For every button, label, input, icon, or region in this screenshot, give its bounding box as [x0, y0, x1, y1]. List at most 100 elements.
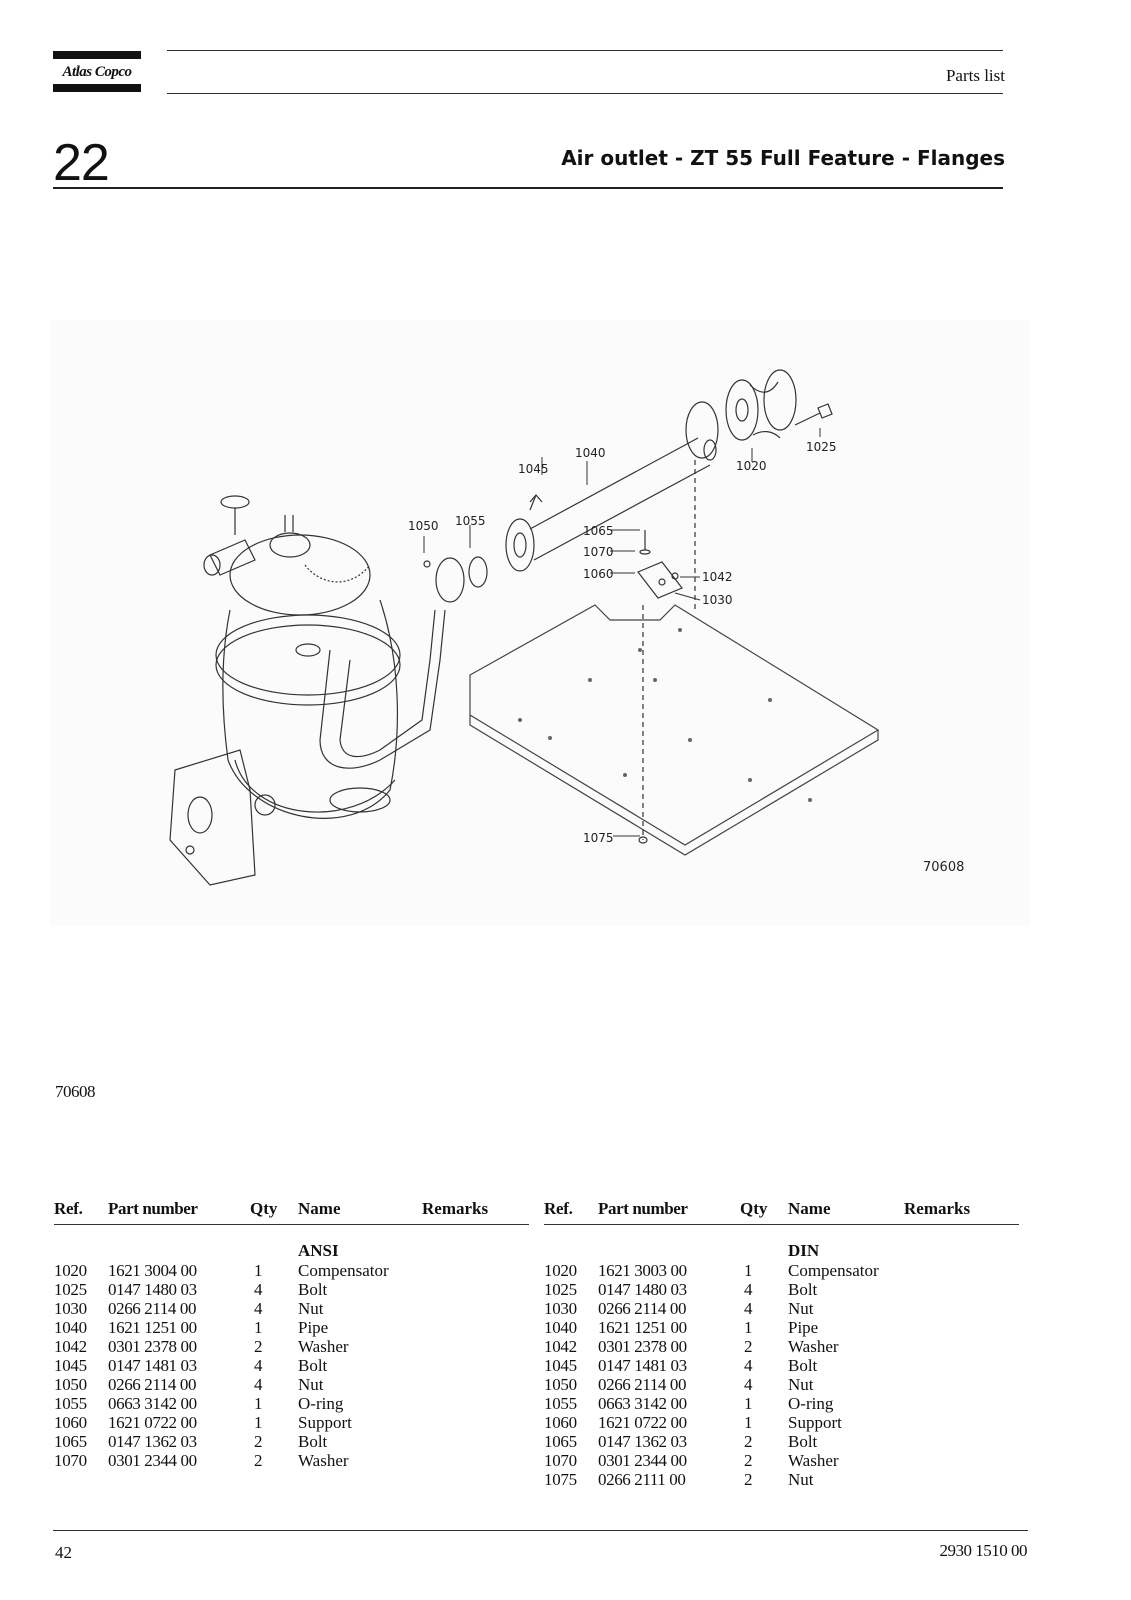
exploded-view-drawing: 1040 1045 1050 1055 1065 1070 1060 1042 … [50, 320, 1030, 925]
qty-cell: 4 [254, 1356, 263, 1375]
figure-reference: 70608 [55, 1082, 96, 1101]
name-cell: Compensator [298, 1261, 389, 1280]
name-cell: Bolt [298, 1356, 328, 1375]
document-number: 2930 1510 00 [939, 1541, 1028, 1560]
header-bottom-rule [167, 93, 1003, 94]
header-qty: Qty [250, 1199, 278, 1218]
ref-cell: 1042 [54, 1337, 87, 1356]
ref-cell: 1025 [544, 1280, 577, 1299]
ref-cell: 1070 [54, 1451, 87, 1470]
qty-cell: 4 [744, 1299, 753, 1318]
name-cell: Bolt [788, 1432, 818, 1451]
name-cell: Bolt [788, 1356, 818, 1375]
part-number-cell: 0266 2114 00 [108, 1299, 197, 1318]
header-remarks: Remarks [422, 1199, 489, 1218]
group-label: DIN [788, 1241, 820, 1260]
qty-cell: 2 [744, 1337, 753, 1356]
ref-cell: 1045 [544, 1356, 577, 1375]
name-cell: Washer [788, 1337, 839, 1356]
part-number-cell: 0301 2378 00 [598, 1337, 687, 1356]
qty-cell: 1 [254, 1413, 263, 1432]
ref-cell: 1020 [54, 1261, 87, 1280]
name-cell: Pipe [788, 1318, 819, 1337]
qty-cell: 4 [744, 1280, 753, 1299]
section-title: Air outlet - ZT 55 Full Feature - Flange… [561, 146, 1005, 170]
header-name: Name [298, 1199, 341, 1218]
callout-1050: 1050 [408, 519, 439, 533]
callout-1055: 1055 [455, 514, 486, 528]
ref-cell: 1065 [54, 1432, 87, 1451]
name-cell: Support [788, 1413, 842, 1432]
header-remarks: Remarks [904, 1199, 971, 1218]
header-name: Name [788, 1199, 831, 1218]
qty-cell: 4 [744, 1375, 753, 1394]
part-number-cell: 0663 3142 00 [108, 1394, 197, 1413]
ref-cell: 1060 [54, 1413, 87, 1432]
document-type: Parts list [945, 66, 1005, 85]
name-cell: Nut [788, 1470, 814, 1489]
part-number-cell: 0266 2111 00 [598, 1470, 686, 1489]
part-number-cell: 0266 2114 00 [598, 1299, 687, 1318]
table-header: Ref. Part number Qty Name Remarks [54, 1199, 529, 1225]
qty-cell: 1 [744, 1318, 753, 1337]
name-cell: Pipe [298, 1318, 329, 1337]
qty-cell: 2 [254, 1451, 263, 1470]
table-row: 1045 0147 1481 03 4 Bolt [54, 1356, 529, 1375]
group-heading: DIN [544, 1241, 1019, 1261]
header-part-number: Part number [108, 1199, 198, 1218]
qty-cell: 1 [254, 1394, 263, 1413]
name-cell: Bolt [788, 1280, 818, 1299]
qty-cell: 1 [254, 1261, 263, 1280]
name-cell: Washer [788, 1451, 839, 1470]
callout-1030: 1030 [702, 593, 733, 607]
part-number-cell: 0147 1481 03 [598, 1356, 687, 1375]
qty-cell: 4 [254, 1280, 263, 1299]
ref-cell: 1020 [544, 1261, 577, 1280]
name-cell: Bolt [298, 1432, 328, 1451]
part-number-cell: 1621 0722 00 [598, 1413, 687, 1432]
name-cell: O-ring [298, 1394, 344, 1413]
name-cell: Bolt [298, 1280, 328, 1299]
name-cell: Washer [298, 1451, 349, 1470]
part-number-cell: 1621 3004 00 [108, 1261, 197, 1280]
ref-cell: 1030 [544, 1299, 577, 1318]
part-number-cell: 0301 2378 00 [108, 1337, 197, 1356]
ref-cell: 1042 [544, 1337, 577, 1356]
qty-cell: 1 [744, 1261, 753, 1280]
qty-cell: 2 [744, 1451, 753, 1470]
brand-name: Atlas Copco [62, 64, 132, 80]
callout-1075: 1075 [583, 831, 614, 845]
group-label: ANSI [298, 1241, 339, 1260]
table-row: 1045 0147 1481 03 4 Bolt [544, 1356, 1019, 1375]
parts-table-ansi: Ref. Part number Qty Name Remarks ANSI 1… [54, 1199, 529, 1470]
header-top-rule [167, 50, 1003, 51]
callout-1025: 1025 [806, 440, 837, 454]
group-heading: ANSI [54, 1241, 529, 1261]
callout-1040: 1040 [575, 446, 606, 460]
ref-cell: 1030 [54, 1299, 87, 1318]
qty-cell: 1 [254, 1318, 263, 1337]
name-cell: Nut [788, 1375, 814, 1394]
qty-cell: 4 [744, 1356, 753, 1375]
part-number-cell: 0147 1481 03 [108, 1356, 197, 1375]
part-number-cell: 1621 3003 00 [598, 1261, 687, 1280]
qty-cell: 2 [254, 1337, 263, 1356]
part-number-cell: 0147 1362 03 [108, 1432, 197, 1451]
part-number-cell: 0147 1480 03 [108, 1280, 197, 1299]
ref-cell: 1045 [54, 1356, 87, 1375]
ref-cell: 1065 [544, 1432, 577, 1451]
name-cell: Nut [298, 1375, 324, 1394]
qty-cell: 1 [744, 1394, 753, 1413]
